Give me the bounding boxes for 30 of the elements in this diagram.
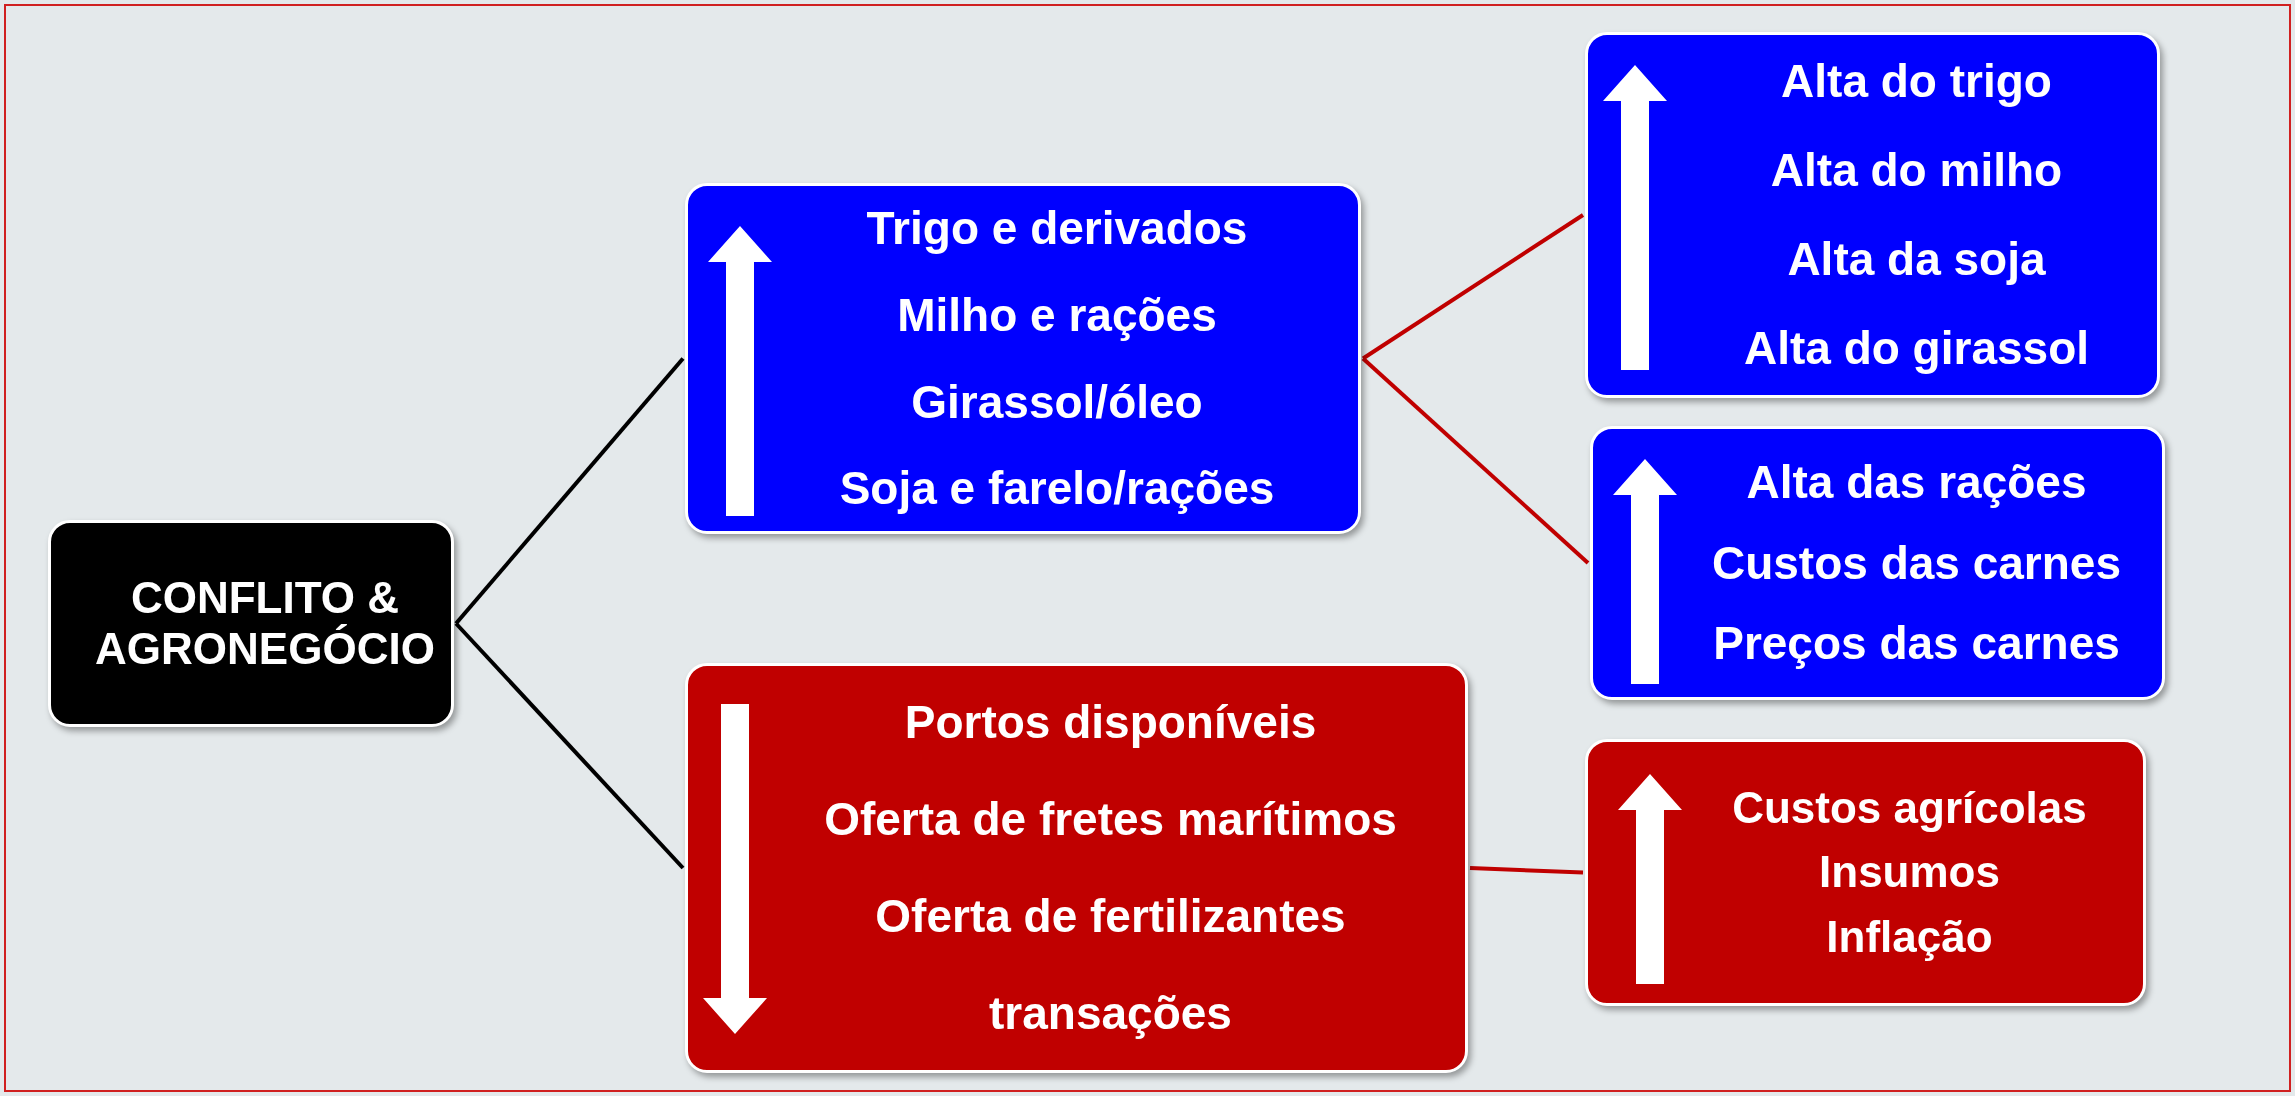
connector-line — [1469, 866, 1584, 875]
connector-line — [454, 622, 685, 870]
item-text: Alta do milho — [1770, 144, 2063, 197]
item-text: transações — [989, 986, 1232, 1040]
item-text: Alta do girassol — [1743, 321, 2090, 375]
item-text: Preços das carnes — [1713, 617, 2120, 671]
connector-line — [1361, 357, 1590, 565]
item-text: Custos das carnes — [1711, 536, 2122, 590]
topic-box — [685, 183, 1361, 534]
topic-box — [1590, 426, 2165, 700]
item-text: Portos disponíveis — [904, 696, 1317, 750]
item-text: CONFLITO & AGRONEGÓCIO — [94, 572, 436, 675]
connector-line — [1361, 213, 1585, 361]
item-text: Alta do trigo — [1781, 55, 2052, 109]
item-text: Milho e rações — [897, 288, 1217, 342]
topic-box — [1585, 739, 2146, 1006]
item-text: Custos agrícolas — [1732, 782, 2087, 834]
topic-box — [48, 520, 454, 727]
connector-line — [454, 357, 685, 625]
item-text: Oferta de fertilizantes — [875, 890, 1346, 943]
item-text: Insumos — [1819, 847, 2000, 898]
topic-box — [685, 663, 1468, 1073]
item-text: Soja e farelo/rações — [839, 462, 1275, 516]
item-text: Inflação — [1826, 911, 1993, 963]
item-text: Girassol/óleo — [911, 375, 1203, 429]
item-text: Alta da soja — [1787, 233, 2046, 286]
item-text: Alta das rações — [1746, 455, 2087, 509]
item-text: Oferta de fretes marítimos — [824, 793, 1397, 846]
topic-box — [1585, 32, 2160, 398]
item-text: Trigo e derivados — [866, 201, 1248, 255]
